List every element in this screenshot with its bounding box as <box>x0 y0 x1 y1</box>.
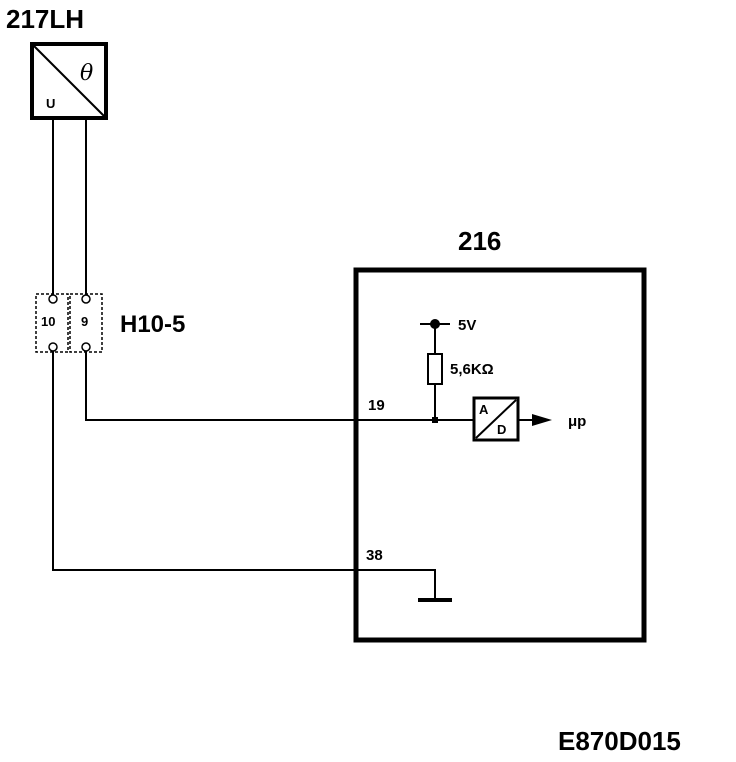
connector-pin-10: 10 <box>41 314 55 329</box>
pullup-resistor <box>427 353 443 385</box>
connector-label: H10-5 <box>120 311 185 338</box>
ecu-pin-38: 38 <box>366 547 383 564</box>
adc-d-label: D <box>497 422 506 437</box>
sensor-leads <box>52 118 87 294</box>
sensor-u-symbol: U <box>46 96 55 111</box>
microprocessor-label: μp <box>568 413 586 430</box>
output-arrow-icon <box>518 414 552 426</box>
ecu-box <box>353 267 647 643</box>
adc-a-label: A <box>479 402 489 417</box>
resistor-label: 5,6KΩ <box>450 361 494 378</box>
adc-converter <box>472 396 520 442</box>
sensor-theta-symbol: θ <box>80 61 93 86</box>
sensor-label: 217LH <box>6 4 84 34</box>
supply-label: 5V <box>458 317 476 334</box>
ecu-label: 216 <box>458 226 501 256</box>
harness-wires <box>52 351 474 600</box>
resistor-to-signal <box>432 384 438 423</box>
supply-5v-node <box>420 319 450 354</box>
connector-h10-5 <box>35 293 103 353</box>
ecu-pin-19: 19 <box>368 397 385 414</box>
connector-pin-9: 9 <box>81 314 88 329</box>
temperature-sensor <box>30 42 108 120</box>
diagram-reference: E870D015 <box>558 726 681 756</box>
